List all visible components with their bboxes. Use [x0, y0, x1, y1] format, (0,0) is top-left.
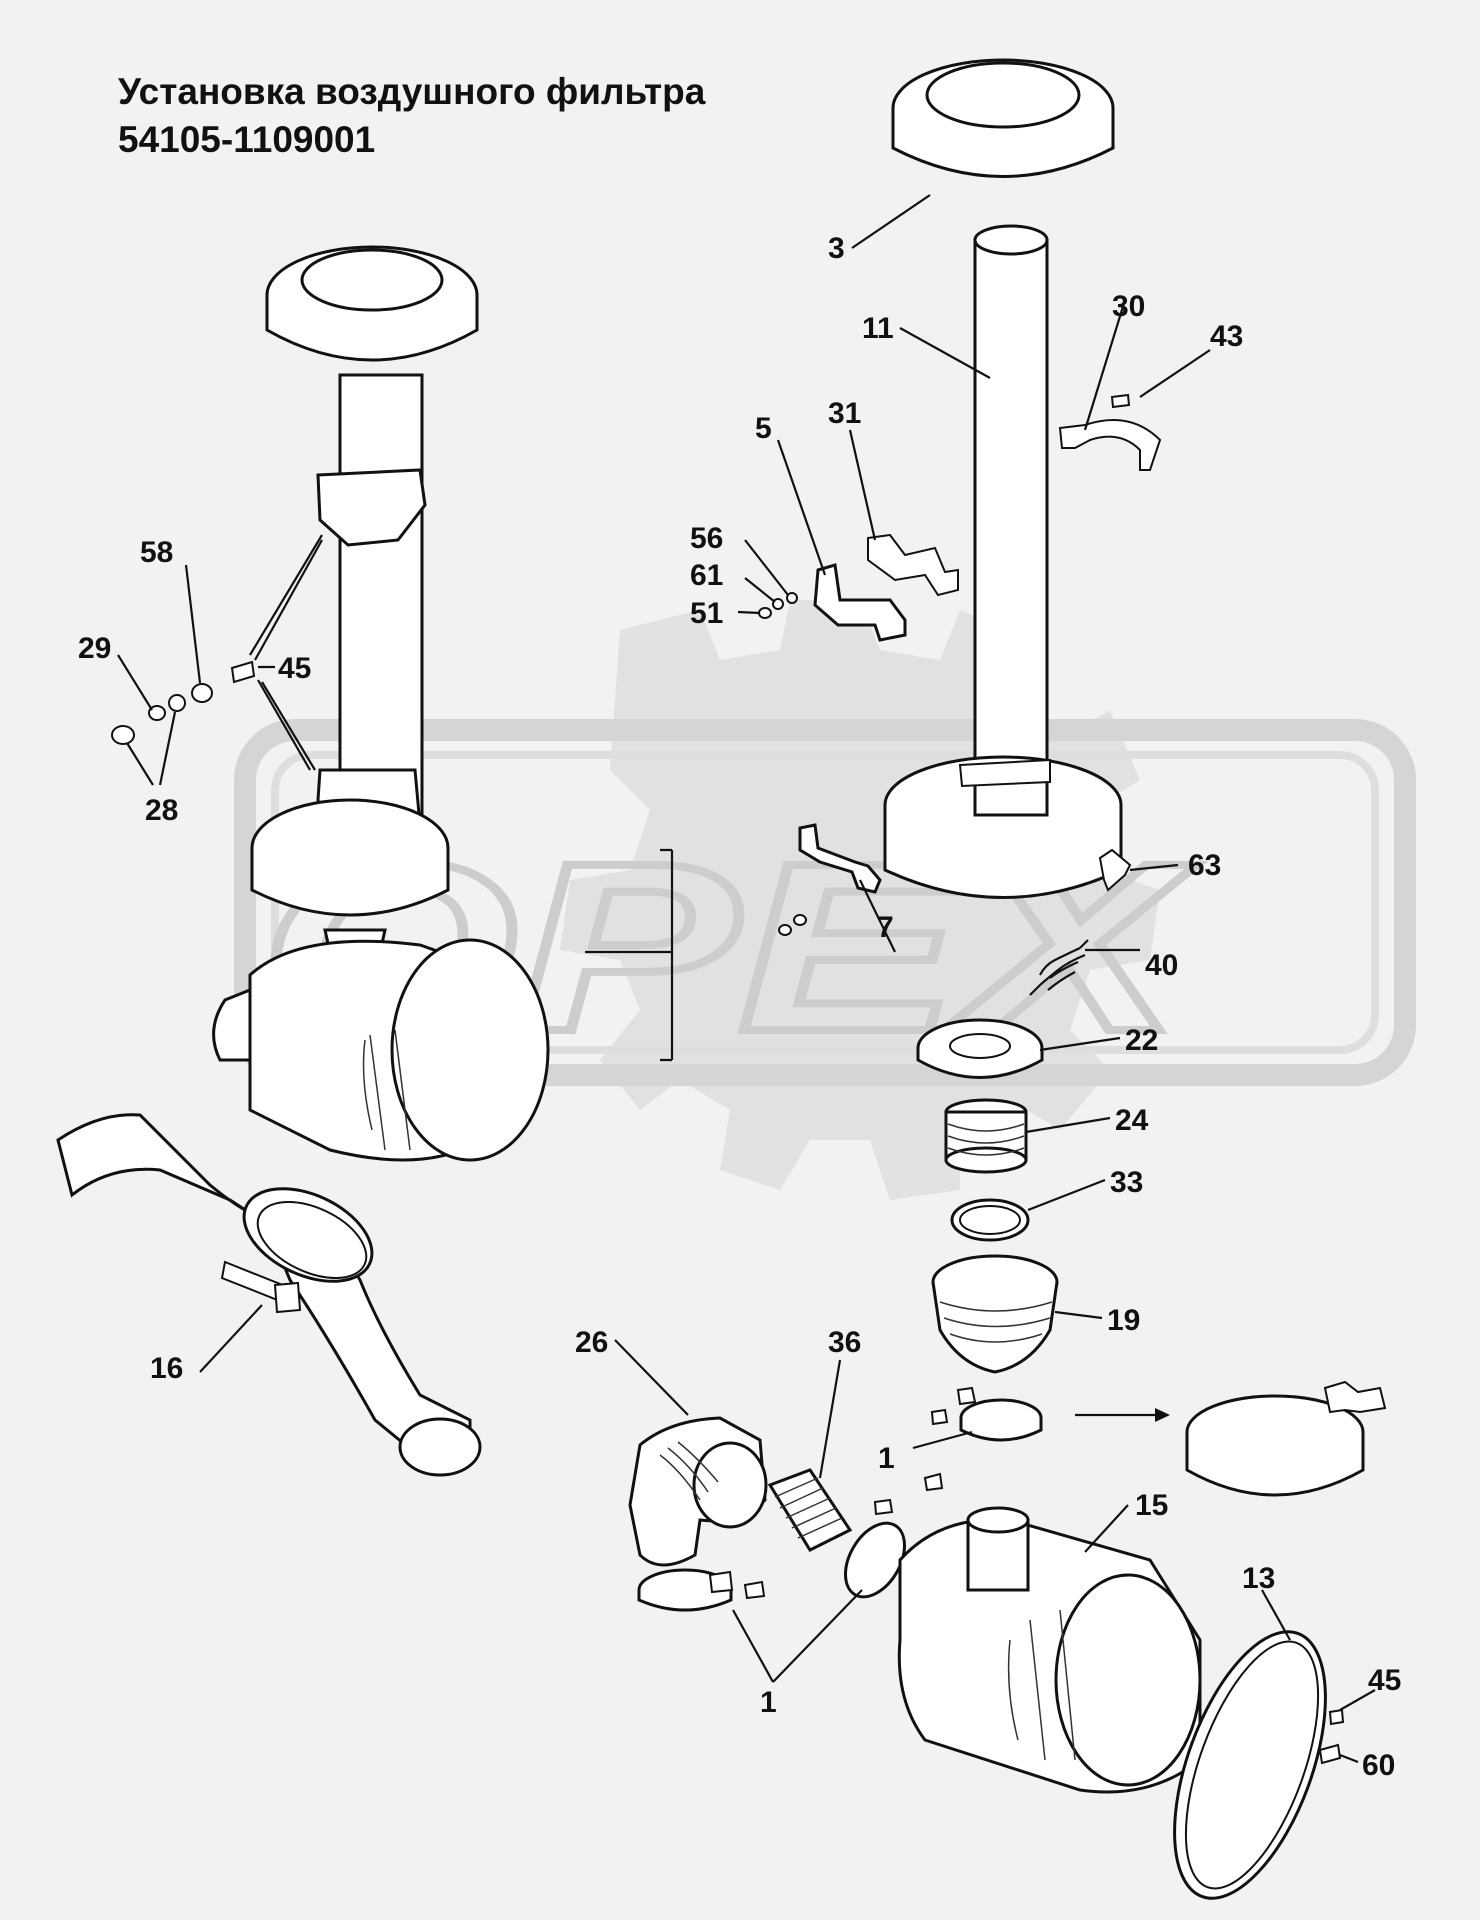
label-16: 16	[150, 1352, 183, 1385]
title-block: Установка воздушного фильтра 54105-11090…	[118, 68, 705, 164]
label-1-lower: 1	[760, 1686, 777, 1719]
callout-labels: 3 11 30 43 5 31 56 61 51 58 29 45 28 7 6…	[78, 232, 1401, 1782]
label-31: 31	[828, 397, 861, 430]
lower-assembly	[56, 1113, 1387, 1900]
label-13: 13	[1242, 1562, 1275, 1595]
label-40: 40	[1145, 949, 1178, 982]
label-45-left: 45	[278, 652, 311, 685]
label-58: 58	[140, 536, 173, 569]
label-33: 33	[1110, 1166, 1143, 1199]
label-45-right: 45	[1368, 1664, 1401, 1697]
label-15: 15	[1135, 1489, 1168, 1522]
label-19: 19	[1107, 1304, 1140, 1337]
label-3: 3	[828, 232, 845, 265]
label-1-upper: 1	[878, 1442, 895, 1475]
label-56: 56	[690, 522, 723, 555]
part-number: 54105-1109001	[118, 119, 376, 160]
left-hardware	[111, 564, 275, 786]
label-51: 51	[690, 597, 723, 630]
label-36: 36	[828, 1326, 861, 1359]
leader-lines	[199, 194, 1376, 1764]
watermark-frame	[234, 719, 1416, 1086]
label-24: 24	[1115, 1104, 1149, 1137]
left-assembly	[212, 245, 674, 1162]
label-30: 30	[1112, 290, 1145, 323]
label-11: 11	[862, 312, 894, 345]
right-upper-assembly	[758, 58, 1162, 1374]
label-26: 26	[575, 1326, 608, 1359]
label-43: 43	[1210, 320, 1243, 353]
label-28: 28	[145, 794, 178, 827]
label-5: 5	[755, 412, 772, 445]
label-61: 61	[690, 559, 723, 592]
label-63: 63	[1188, 849, 1221, 882]
page-title: Установка воздушного фильтра	[118, 71, 706, 112]
label-7: 7	[877, 911, 894, 944]
label-29: 29	[78, 632, 111, 665]
label-22: 22	[1125, 1024, 1158, 1057]
label-60: 60	[1362, 1749, 1395, 1782]
